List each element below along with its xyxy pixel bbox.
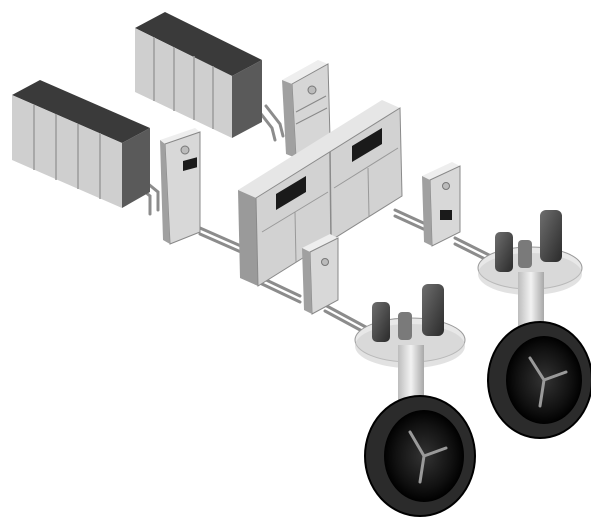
battery-bank-1 [12, 80, 150, 208]
battery-bank-2 [135, 12, 262, 138]
junction-box-1 [160, 128, 200, 244]
thruster-2-motor-b [540, 210, 562, 262]
cabinet-side [238, 190, 258, 286]
junction-box-4-display [440, 210, 452, 220]
junction-box-1-dial [181, 146, 189, 154]
thruster-2-motor-a [495, 232, 513, 272]
thruster-1-motor-b [422, 284, 444, 336]
junction-box-4 [422, 162, 460, 246]
junction-box-2-dial [308, 86, 316, 94]
cable-battery-2b [266, 106, 283, 136]
azimuth-thruster-1 [355, 284, 475, 516]
azimuth-thruster-2 [478, 210, 591, 438]
thruster-1-motor-a [372, 302, 390, 342]
thruster-1-motor-c [398, 312, 412, 340]
junction-box-3 [302, 234, 338, 314]
thruster-2-motor-c [518, 240, 532, 268]
